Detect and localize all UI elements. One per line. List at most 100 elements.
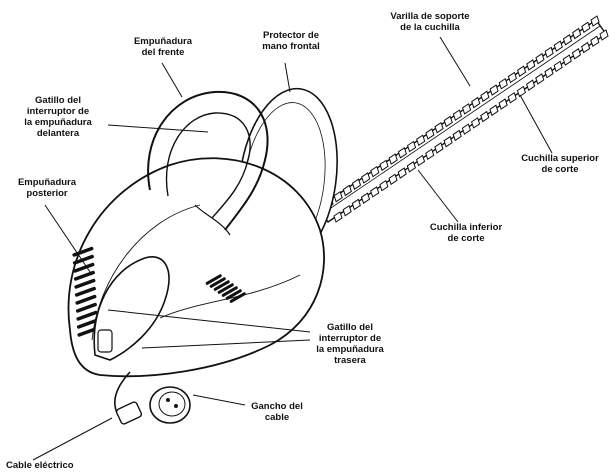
blade-tooth xyxy=(498,98,508,110)
label-power-cord: Cable eléctrico xyxy=(6,460,86,471)
vent-slot xyxy=(217,283,234,294)
label-front-trigger: Gatillo del interruptor de la empuñadura… xyxy=(8,95,108,139)
blade-tooth xyxy=(507,91,517,104)
label-line: posterior xyxy=(26,188,68,199)
label-line: delantera xyxy=(36,128,80,139)
label-line: cable xyxy=(264,412,290,423)
blade-tooth xyxy=(415,154,426,167)
vent-slot xyxy=(229,292,246,303)
blade-tooth xyxy=(526,59,536,71)
blade-tooth xyxy=(590,35,600,48)
blade-tooth xyxy=(599,29,609,41)
blade-tooth xyxy=(342,184,352,197)
blade-tooth xyxy=(434,142,444,154)
blade-tooth xyxy=(351,178,362,190)
label-line: Cuchilla inferior xyxy=(429,222,503,233)
vent-slot xyxy=(74,278,96,289)
label-line: Empuñadura xyxy=(17,177,77,188)
blade-tooth xyxy=(333,190,343,203)
blade-tooth xyxy=(416,134,426,147)
label-line: trasera xyxy=(334,355,366,366)
vent-slot xyxy=(73,270,95,281)
blade-tooth xyxy=(516,85,527,98)
blade-tooth xyxy=(443,135,453,148)
label-line: Cable eléctrico xyxy=(6,460,74,471)
blade-tooth xyxy=(360,192,371,204)
label-rear-handle: Empuñadura posterior xyxy=(2,177,92,199)
label-line: Gancho del xyxy=(251,401,303,412)
blade-tooth xyxy=(461,123,472,135)
blade-tooth xyxy=(544,46,554,59)
label-line: Empuñadura xyxy=(133,36,193,47)
blade-tooth xyxy=(333,211,343,223)
blade-tooth xyxy=(581,21,591,34)
label-front-handle: Empuñadura del frente xyxy=(118,36,208,58)
blade-tooth xyxy=(544,66,554,79)
vent-slot xyxy=(225,289,242,300)
blade-tooth xyxy=(388,173,398,186)
blade-tooth xyxy=(572,27,582,40)
vent-slot xyxy=(75,294,97,305)
vent-slot xyxy=(75,302,97,313)
blade-tooth xyxy=(498,77,508,90)
label-line: del frente xyxy=(141,47,185,58)
blade-tooth xyxy=(351,198,361,211)
label-line: Gatillo del xyxy=(35,95,81,106)
blade-tooth xyxy=(461,103,472,115)
label-line: de corte xyxy=(447,233,485,244)
vent-slot xyxy=(76,310,98,321)
blade-tooth xyxy=(379,159,389,172)
blade-tooth xyxy=(425,148,435,161)
blade-assembly xyxy=(317,15,609,223)
blade-tooth xyxy=(517,65,527,77)
vent-slot xyxy=(209,277,226,288)
blade-tooth xyxy=(361,172,371,184)
grip-vents xyxy=(72,246,99,337)
blade-tooth xyxy=(571,48,582,60)
vent-slot xyxy=(205,274,222,285)
blade-tooth xyxy=(452,109,463,121)
label-upper-blade: Cuchilla superior de corte xyxy=(510,153,610,175)
vent-slot xyxy=(76,318,98,329)
blade-tooth xyxy=(489,104,499,117)
blade-tooth xyxy=(470,117,481,129)
blade-tooth xyxy=(526,79,536,91)
blade-tooth xyxy=(553,40,563,52)
vent-slot xyxy=(213,280,230,291)
label-cord-hook: Gancho del cable xyxy=(242,401,312,423)
blade-tooth xyxy=(590,15,600,27)
label-blade-support: Varilla de soporte de la cuchilla xyxy=(375,11,485,33)
blade-tooth xyxy=(397,167,407,179)
side-vents xyxy=(205,274,246,303)
label-line: interruptor de xyxy=(318,333,382,344)
blade-tooth xyxy=(425,128,435,140)
blade-tooth xyxy=(370,186,380,198)
blade-tooth xyxy=(397,147,407,159)
rear-handle xyxy=(93,256,170,361)
vent-slot xyxy=(73,262,95,273)
blade-tooth xyxy=(452,129,462,142)
label-line: de la cuchilla xyxy=(400,22,460,33)
label-lower-blade: Cuchilla inferior de corte xyxy=(416,222,516,244)
label-line: interruptor de xyxy=(26,106,90,117)
blade-tooth xyxy=(480,110,490,123)
blade-tooth xyxy=(535,73,545,85)
front-handle xyxy=(147,90,269,236)
label-line: Gatillo del xyxy=(327,322,373,333)
blade-tooth xyxy=(471,96,481,109)
blade-tooth xyxy=(562,34,573,46)
blade-tooth xyxy=(443,115,453,128)
vent-slot xyxy=(221,286,238,297)
blade-tooth xyxy=(406,140,417,153)
label-rear-trigger: Gatillo del interruptor de la empuñadura… xyxy=(300,322,400,366)
blade-tooth xyxy=(553,60,563,73)
vent-slot xyxy=(77,326,99,337)
leader-lines xyxy=(32,36,553,461)
blade-tooth xyxy=(489,84,499,96)
label-line: la empuñadura xyxy=(316,344,384,355)
label-line: de corte xyxy=(541,164,579,175)
power-cord xyxy=(114,371,191,425)
blade-tooth xyxy=(562,54,572,66)
